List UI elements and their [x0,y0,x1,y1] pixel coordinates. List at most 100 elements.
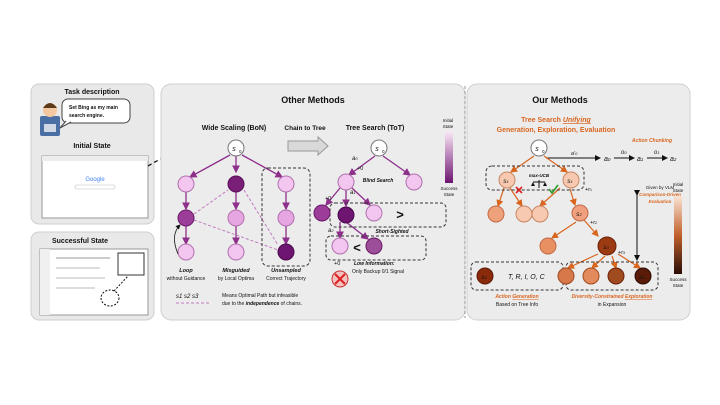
tree-search-unifying: Tree Search Unifying [521,117,591,124]
r3-label: +r3 [618,250,625,256]
purple-scale-bottom-2: State [444,192,455,197]
purple-scale-bar [445,131,453,183]
successful-state-label: Successful State [52,238,108,245]
max-ucb-label: max-UCB [529,173,550,178]
svg-text:a'0: a'0 [571,151,578,157]
bon-title: Wide Scaling (BoN) [202,125,267,132]
bon-root-label: s [232,146,236,153]
tree-info-symbols: T, R, I, O, C [508,274,546,281]
vlm-line-2: Comparison-Driven [639,192,681,197]
unsampled-label: Unsampled [271,268,301,274]
bon-nodes: s 0 [177,139,295,261]
svg-text:a2: a2 [670,156,677,163]
tot-plus0-a: +0 [357,166,363,172]
low-info-line-2: Only Backup 0/1 Signal [352,269,404,275]
bon-dashed-edges [193,189,279,251]
tot-plus0-b: +0 [325,196,331,202]
svg-text:s: s [375,146,379,153]
unsampled-box [261,167,311,267]
chain-to-tree-arrow [287,135,329,157]
fail-icon [331,270,349,288]
svg-text:0: 0 [542,149,545,154]
svg-text:s3: s3 [603,244,609,251]
purple-scale-bottom: Success [440,186,458,191]
tot-nodes: s 0 [313,139,423,255]
our-methods-panel: Our Methods Tree Search Unifying Generat… [466,83,691,321]
svg-text:s2: s2 [576,211,582,218]
exploration-label: Diversity-Constrained Exploration [572,294,653,300]
success-panel: Successful State [30,231,155,321]
svg-text:0: 0 [382,149,385,154]
loop-label: Loop [179,268,193,274]
purple-scale-top-2: State [443,124,454,129]
purple-scale-top: Initial [443,118,454,123]
bon-root-node [227,139,245,157]
bon-edges [182,154,290,246]
misguided-label: Misguided [222,268,250,274]
task-speech-bubble: Set Bing as my main search engine. [59,98,131,129]
unsampled-sub: Correct Trajectory [266,276,306,282]
note-line-2: due to the independence of chains. [222,301,302,307]
orange-scale-top: Initial [673,182,684,187]
loop-arrow [174,224,181,255]
action-chunk-row: a0 o0 a1 o1 a2 a'0 [546,150,677,163]
note-line-1: Means Optimal Path but infeasible [222,293,298,299]
short-sighted-label: Short-Sighted [375,229,409,235]
other-methods-panel: Other Methods Wide Scaling (BoN) Chain t… [160,83,466,321]
action-generation-label: Action Generation [494,294,538,300]
blind-search-label: Blind Search [363,178,394,184]
our-methods-title: Our Methods [532,95,588,105]
svg-text:0: 0 [239,149,242,154]
gen-exp-eval: Generation, Exploration, Evaluation [497,127,616,134]
tot-root-node [370,139,388,157]
google-logo: Google [85,177,105,183]
orange-scale-top-2: State [673,188,684,193]
task-text-line-1: Set Bing as my main [69,105,118,111]
vlm-line-3: Evaluation [649,199,672,204]
other-methods-title: Other Methods [281,95,345,105]
user-avatar-icon [40,103,60,136]
svg-text:o0: o0 [621,150,627,156]
tot-edges [325,155,412,240]
svg-text:s1: s1 [503,178,508,185]
misguided-sub: by Local Optima [218,276,254,282]
gt-symbol: > [396,207,404,222]
orange-scale-bottom-2: State [673,283,684,288]
svg-text:s: s [535,146,539,153]
our-tree-nodes: s 0 s1 s1 s2 s3 s4 s3 [476,139,652,285]
tot-a2-label: a2 [328,228,334,234]
lt-symbol: < [353,240,361,255]
short-sighted-box-2 [325,235,427,261]
svg-text:a1: a1 [637,156,644,163]
r2-label: +r2 [590,220,597,226]
svg-text:s3: s3 [481,274,487,281]
action-generation-box [470,261,564,291]
check-icon [548,184,559,195]
r1-label: +r1 [585,187,592,193]
svg-text:o1: o1 [654,150,660,156]
success-state-screenshot [39,248,149,316]
orange-scale-bottom: Success [669,277,687,282]
exploration-box [565,261,659,291]
tot-a0-label: a0 [352,156,358,162]
task-panel: Task description Set Bing as my main sea… [30,83,155,225]
task-text-line-2: search engine. [69,113,105,119]
svg-text:s1: s1 [567,178,572,185]
tot-title: Tree Search (ToT) [346,125,405,132]
action-generation-sub: Based on Tree Info [496,302,538,308]
our-root-node [530,139,548,157]
svg-text:a0: a0 [604,156,611,163]
orange-scale-bar [674,196,682,274]
exploration-sub: in Expansion [598,302,627,308]
sequence-label: s1 s2 s3 [176,294,199,300]
tot-a1-label: a1 [350,190,356,196]
low-info-label: Low Information: [354,261,395,267]
initial-state-screenshot: Google [41,155,149,219]
task-title: Task description [64,89,119,96]
max-ucb-box [485,165,585,191]
scale-balance-icon [531,180,547,188]
chain-to-tree-label: Chain to Tree [284,125,326,132]
tot-plus0-c: +0 [334,261,340,267]
svg-text:s4: s4 [639,274,645,281]
